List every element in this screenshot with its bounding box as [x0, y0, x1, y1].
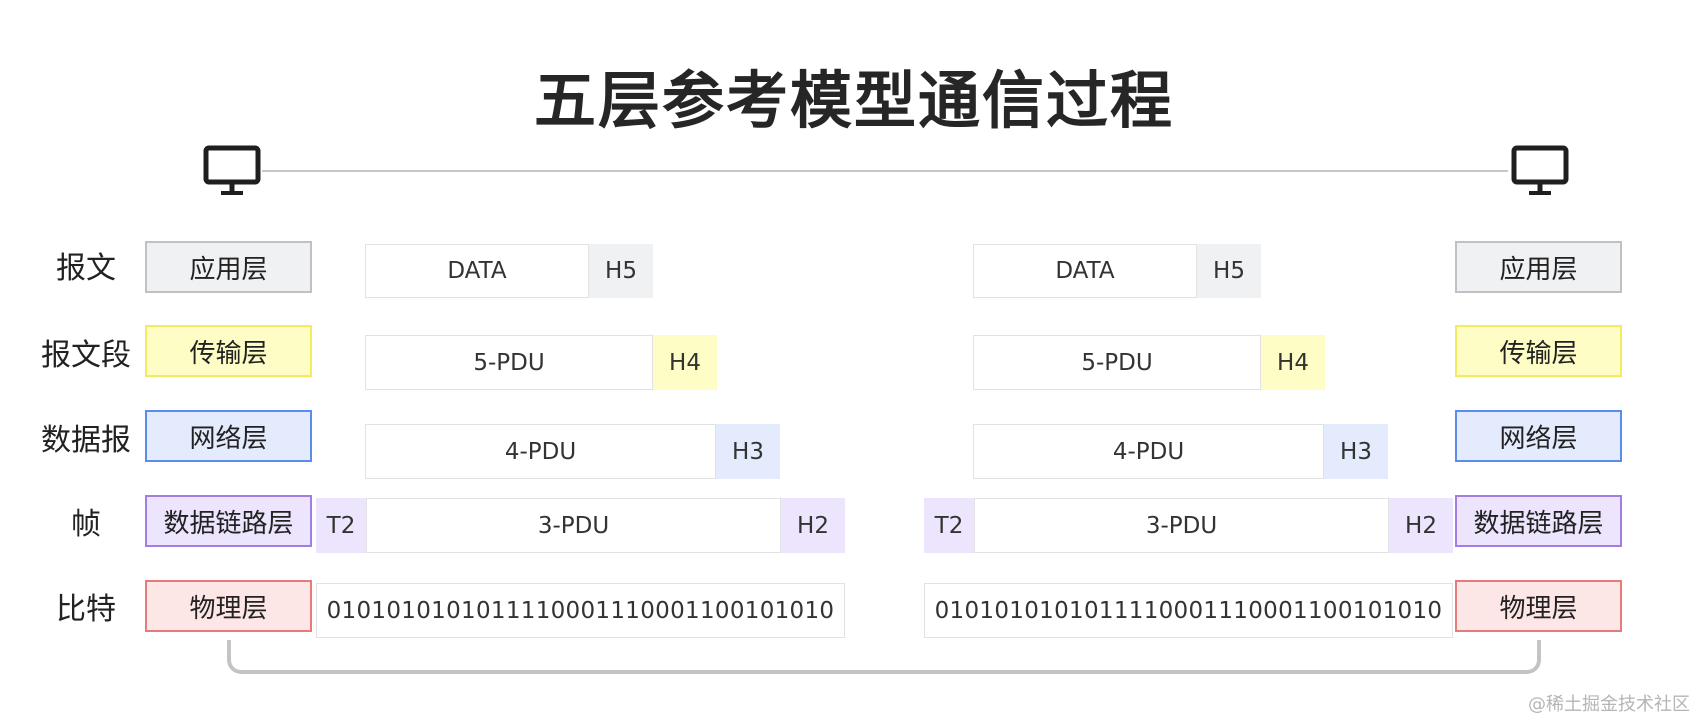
left-transport-layer: 传输层	[145, 325, 312, 377]
left-network-layer: 网络层	[145, 410, 312, 462]
right-4pdu-payload: 4-PDU	[973, 424, 1324, 479]
row-label-frame: 帧	[71, 507, 101, 542]
right-application-layer: 应用层	[1455, 241, 1622, 293]
left-physical-layer: 物理层	[145, 580, 312, 632]
left-bit-stream: 0101010101011110001110001100101010	[316, 583, 845, 638]
right-bit-stream: 0101010101011110001110001100101010	[924, 583, 1453, 638]
left-h4-header: H4	[653, 335, 717, 390]
row-label-segment: 报文段	[41, 338, 131, 373]
row-label-datagram: 数据报	[41, 423, 131, 458]
right-network-layer: 网络层	[1455, 410, 1622, 462]
right-transport-layer: 传输层	[1455, 325, 1622, 377]
row-label-message: 报文	[56, 251, 116, 286]
watermark: @稀土掘金技术社区	[1528, 694, 1690, 715]
right-physical-layer: 物理层	[1455, 580, 1622, 632]
left-h3-header: H3	[716, 424, 780, 479]
right-t2-trailer: T2	[924, 498, 974, 553]
left-3pdu-payload: 3-PDU	[366, 498, 781, 553]
right-datalink-layer: 数据链路层	[1455, 495, 1622, 547]
left-5pdu-payload: 5-PDU	[365, 335, 653, 390]
physical-medium-bracket	[227, 640, 1541, 674]
left-h2-header: H2	[781, 498, 845, 553]
monitor-icon	[1511, 145, 1569, 197]
left-application-layer: 应用层	[145, 241, 312, 293]
row-label-bits: 比特	[56, 592, 116, 627]
connection-line	[262, 170, 1508, 172]
right-h3-header: H3	[1324, 424, 1388, 479]
right-h2-header: H2	[1389, 498, 1453, 553]
right-data-payload: DATA	[973, 244, 1197, 298]
left-4pdu-payload: 4-PDU	[365, 424, 716, 479]
monitor-icon	[203, 145, 261, 197]
left-t2-trailer: T2	[316, 498, 366, 553]
right-5pdu-payload: 5-PDU	[973, 335, 1261, 390]
diagram-title: 五层参考模型通信过程	[533, 64, 1174, 137]
left-h5-header: H5	[589, 244, 653, 298]
left-datalink-layer: 数据链路层	[145, 495, 312, 547]
right-h4-header: H4	[1261, 335, 1325, 390]
right-h5-header: H5	[1197, 244, 1261, 298]
left-data-payload: DATA	[365, 244, 589, 298]
right-3pdu-payload: 3-PDU	[974, 498, 1389, 553]
